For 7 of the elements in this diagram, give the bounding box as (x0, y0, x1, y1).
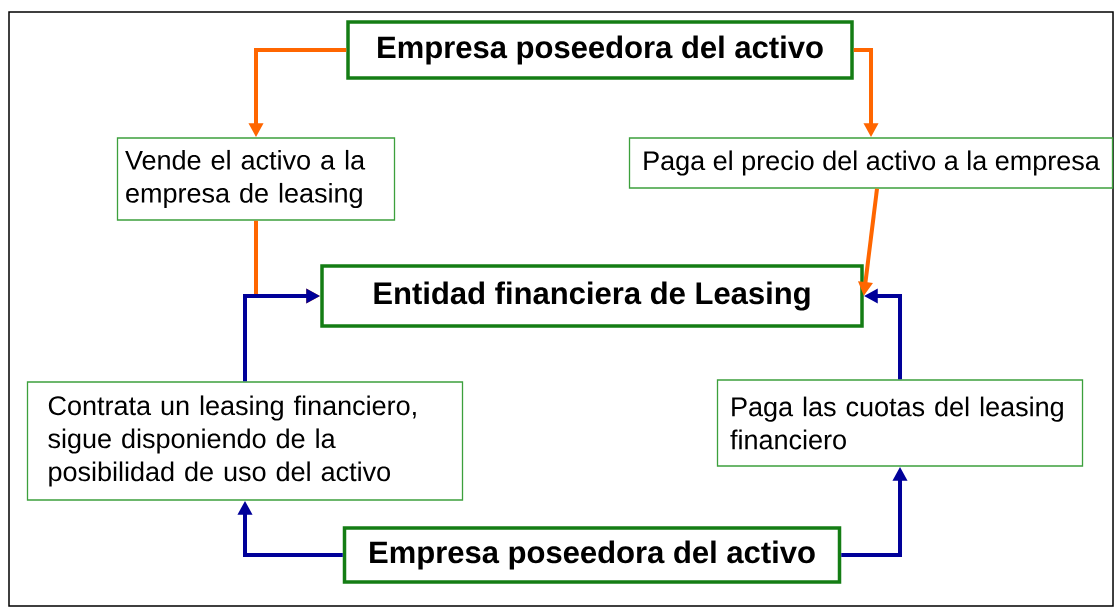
text-box: Paga el precio del activo a la empresa (628, 137, 1114, 189)
text-box: Contrata un leasing financiero, sigue disponiendo de la posibilidad de uso del activo (26, 381, 464, 501)
main-box: Empresa poseedora del activo (342, 526, 842, 584)
text-box: Paga las cuotas del leasing financiero (716, 379, 1084, 467)
text-box: Vende el activo a la empresa de leasing (116, 137, 396, 221)
main-box: Empresa poseedora del activo (346, 20, 854, 80)
main-box: Entidad financiera de Leasing (320, 264, 864, 328)
